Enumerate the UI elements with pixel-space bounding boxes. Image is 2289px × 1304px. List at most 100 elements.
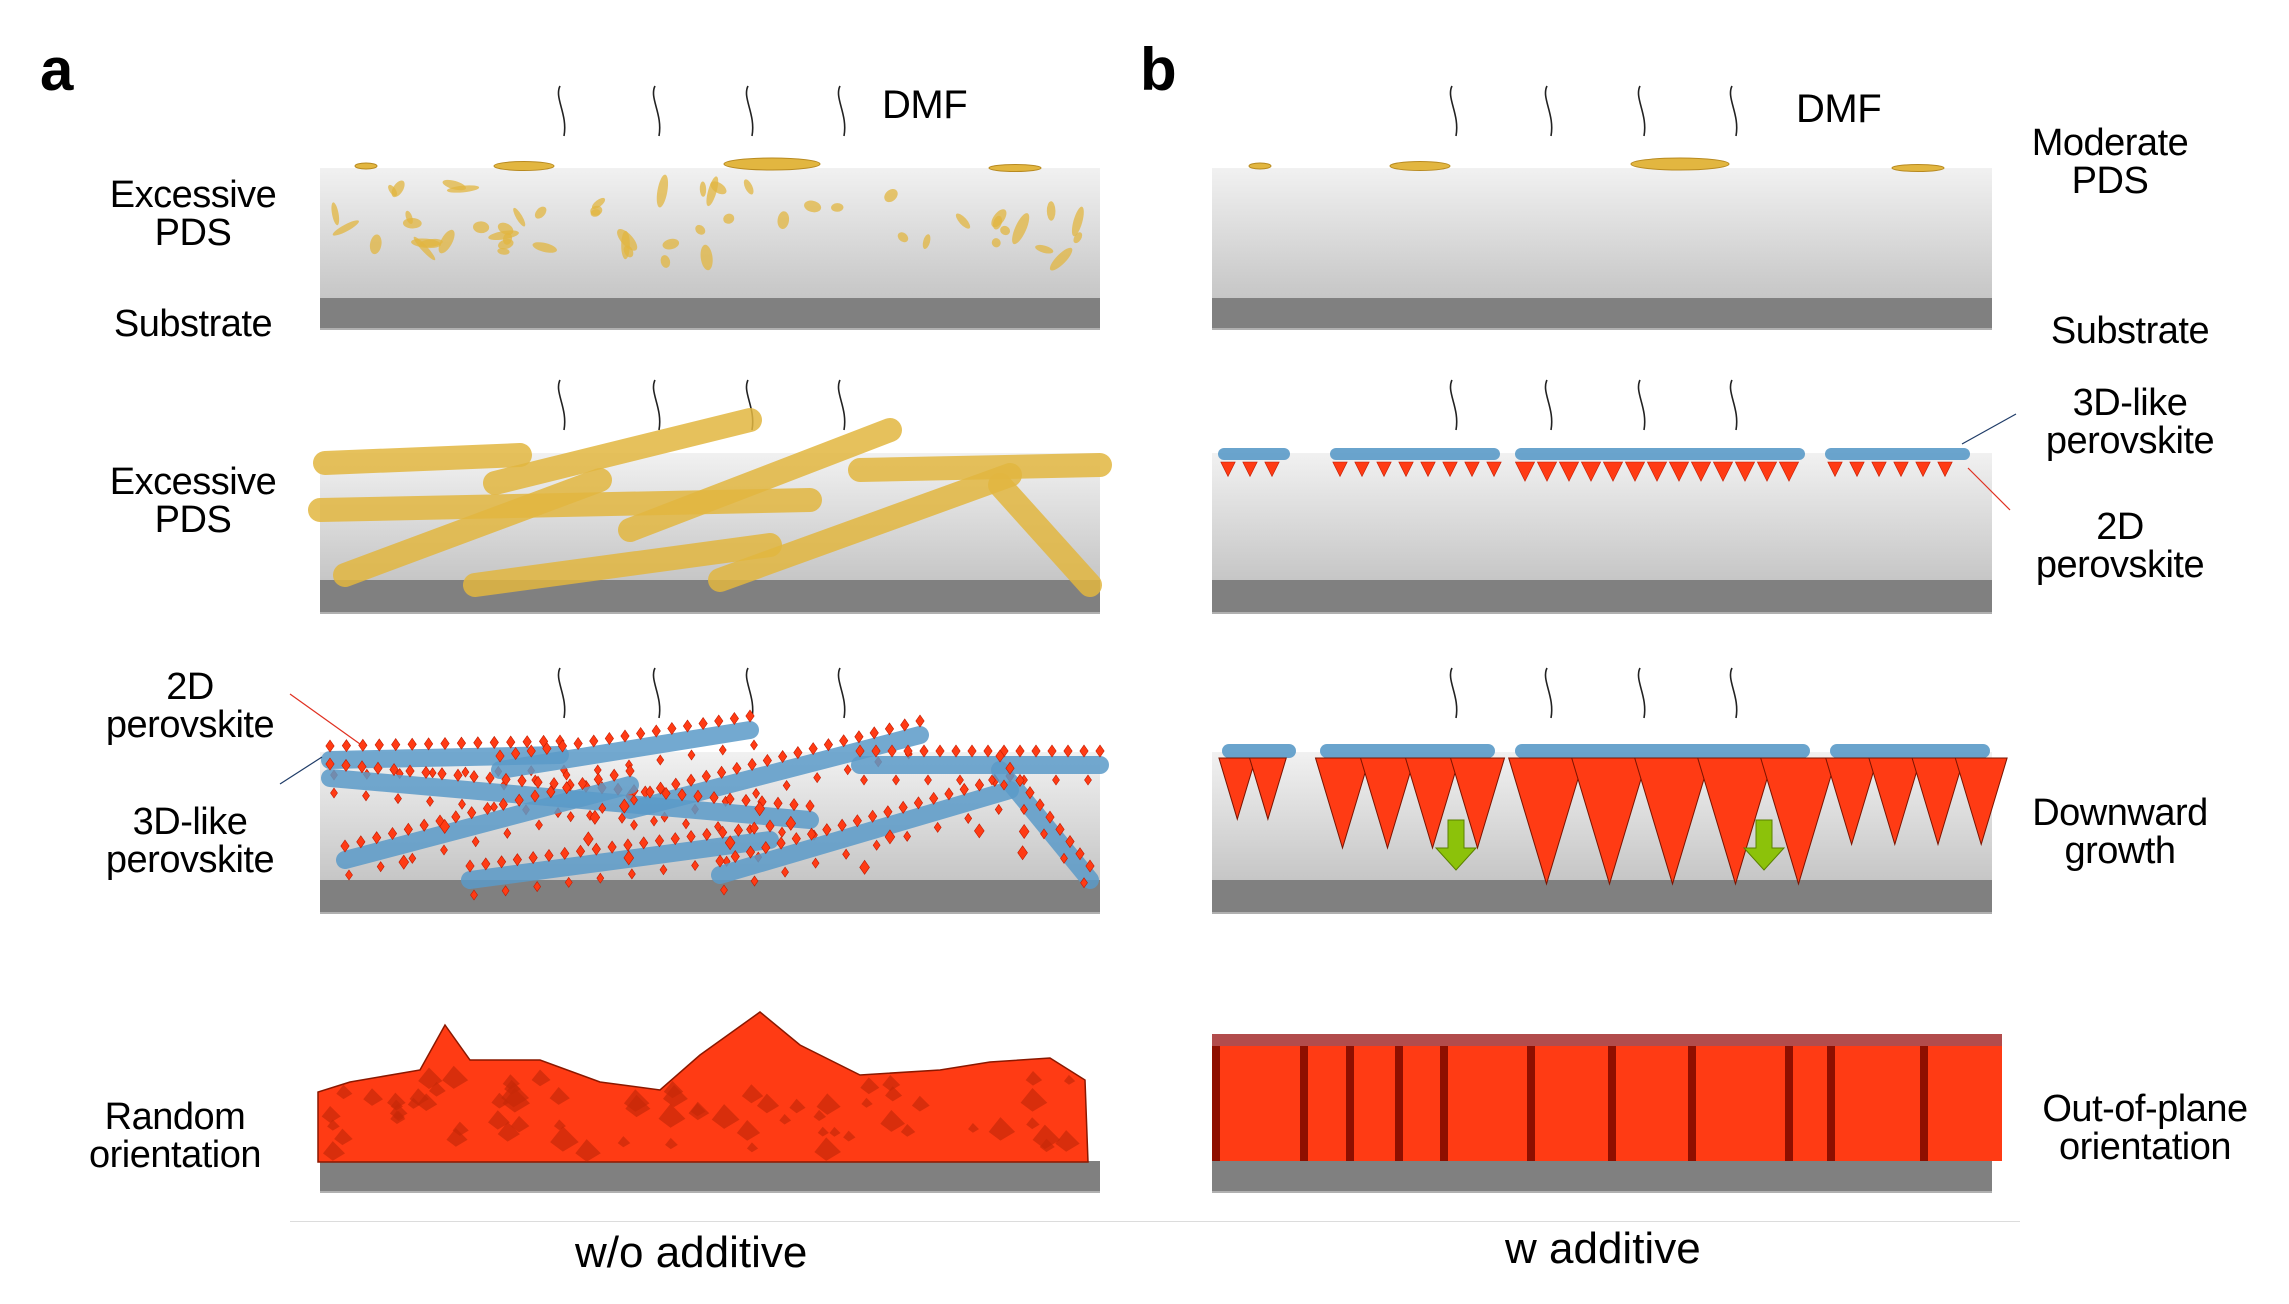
pds-fragment — [884, 189, 898, 203]
pds-fragment — [442, 179, 466, 191]
pds-ribbon — [333, 468, 612, 587]
2d-perovskite-crystal — [693, 789, 703, 803]
random-crystal-facet — [1063, 1074, 1076, 1085]
2d-perovskite-crystal — [883, 805, 893, 819]
2d-perovskite-crystal — [1420, 461, 1436, 478]
pds-fragment — [662, 238, 680, 250]
2d-perovskite-crystal — [374, 738, 384, 752]
2d-perovskite-crystal — [1668, 461, 1690, 482]
2d-perovskite-crystal — [405, 764, 415, 778]
substrate-a1 — [320, 298, 1100, 330]
3d-perovskite-island — [1222, 744, 1296, 758]
2d-perovskite-crystal — [1025, 786, 1035, 800]
2d-perovskite-crystal — [903, 744, 913, 758]
2d-perovskite-crystal — [628, 868, 636, 880]
random-crystal-film — [317, 1011, 1089, 1163]
random-crystal-facet — [363, 1088, 383, 1106]
2d-perovskite-crystal — [1464, 461, 1480, 478]
2d-perovskite-crystal — [974, 823, 985, 839]
vapor-line — [1637, 379, 1646, 431]
grain-boundary — [1785, 1046, 1793, 1161]
pds-ribbon — [988, 473, 1102, 597]
2d-perovskite-crystal — [549, 777, 559, 791]
2d-perovskite-crystal — [1634, 757, 1711, 886]
2d-perovskite-crystal — [852, 814, 862, 828]
2d-perovskite-crystal — [671, 777, 681, 791]
2d-perovskite-crystal — [859, 859, 870, 875]
2d-perovskite-crystal — [481, 857, 491, 871]
2d-perovskite-crystal — [650, 815, 658, 827]
panel-letter-b: b — [1140, 36, 1177, 103]
pds-fragment — [700, 244, 713, 271]
2d-perovskite-crystal — [620, 729, 630, 743]
2d-perovskite-crystal — [1354, 461, 1370, 478]
2d-perovskite-crystal — [557, 739, 568, 753]
leader-line-2d-b — [1967, 467, 2011, 511]
2d-perovskite-crystal — [506, 735, 516, 749]
pds-fragment — [1035, 244, 1054, 254]
2d-perovskite-crystal — [440, 736, 450, 751]
2d-perovskite-crystal — [473, 736, 483, 750]
2d-perovskite-crystal — [1040, 828, 1048, 840]
2d-perovskite-crystal — [403, 822, 413, 836]
2d-perovskite-crystal — [1080, 877, 1088, 889]
mixed-perovskite-a3 — [321, 709, 1109, 901]
2d-perovskite-crystal — [709, 791, 719, 805]
2d-perovskite-crystal — [654, 834, 665, 848]
random-crystal-facet — [1026, 1117, 1040, 1130]
2d-perovskite-crystal — [1015, 744, 1025, 758]
2d-perovskite-crystal — [1045, 810, 1055, 824]
columnar-film — [1212, 1040, 2002, 1161]
vapor-line — [1449, 85, 1458, 137]
2d-perovskite-crystal — [887, 744, 897, 758]
3d-perovskite-ribbon — [621, 726, 929, 819]
pds-fragment — [332, 220, 359, 236]
random-crystal-facet — [843, 1130, 856, 1142]
3d-perovskite-ribbon — [336, 776, 639, 869]
2d-perovskite-crystal — [854, 730, 864, 744]
random-crystal-facet — [497, 1121, 520, 1142]
random-crystal-facet — [900, 1123, 916, 1137]
2d-perovskite-crystal — [1697, 757, 1774, 886]
panel-letter-a: a — [40, 36, 74, 103]
2d-perovskite-crystal — [1095, 744, 1105, 758]
3d-perovskite-island — [1830, 744, 1990, 758]
2d-perovskite-crystal — [514, 793, 524, 807]
2d-perovskite-crystal — [1442, 461, 1458, 478]
2d-perovskite-crystal — [528, 851, 538, 865]
2d-perovskite-crystal — [765, 819, 775, 833]
2d-perovskite-crystal — [745, 709, 755, 723]
columnar-crystal-film — [1212, 1034, 2002, 1161]
2d-perovskite-crystal — [533, 775, 543, 789]
2d-perovskite-crystal — [964, 812, 973, 824]
2d-perovskite-crystal — [1893, 461, 1909, 478]
3d-perovskite-island — [1825, 448, 1970, 460]
2d-perovskite-crystal — [677, 788, 687, 802]
2d-perovskite-crystal — [345, 869, 353, 881]
2d-perovskite-crystal — [439, 818, 450, 834]
pds-ribbon — [313, 443, 532, 475]
2d-perovskite-crystal — [645, 785, 655, 799]
2d-perovskite-crystal — [667, 721, 677, 736]
random-crystal-facet — [813, 1109, 827, 1122]
pds-fragment — [1012, 213, 1030, 245]
substrate-b4 — [1212, 1161, 1992, 1193]
2d-perovskite-crystal — [465, 859, 475, 873]
vapor-line — [1544, 85, 1553, 137]
dmf-vapor-lines — [557, 85, 1738, 719]
2d-perovskite-crystal — [1359, 757, 1416, 850]
vapor-line — [1449, 379, 1458, 431]
pds-crystals-a1 — [331, 157, 1084, 271]
pds-fragment — [660, 255, 671, 268]
2d-perovskite-crystal — [573, 736, 583, 751]
pds-fragment — [831, 203, 844, 212]
random-crystal-facet — [334, 1128, 353, 1146]
2d-perovskite-crystal — [453, 768, 463, 782]
2d-perovskite-crystal — [589, 809, 601, 825]
2d-perovskite-crystal — [526, 744, 536, 758]
2d-perovskite-crystal — [577, 776, 588, 791]
2d-perovskite-crystal — [562, 781, 572, 795]
2d-perovskite-crystal — [341, 739, 351, 753]
2d-perovskite-crystal — [1871, 461, 1887, 478]
